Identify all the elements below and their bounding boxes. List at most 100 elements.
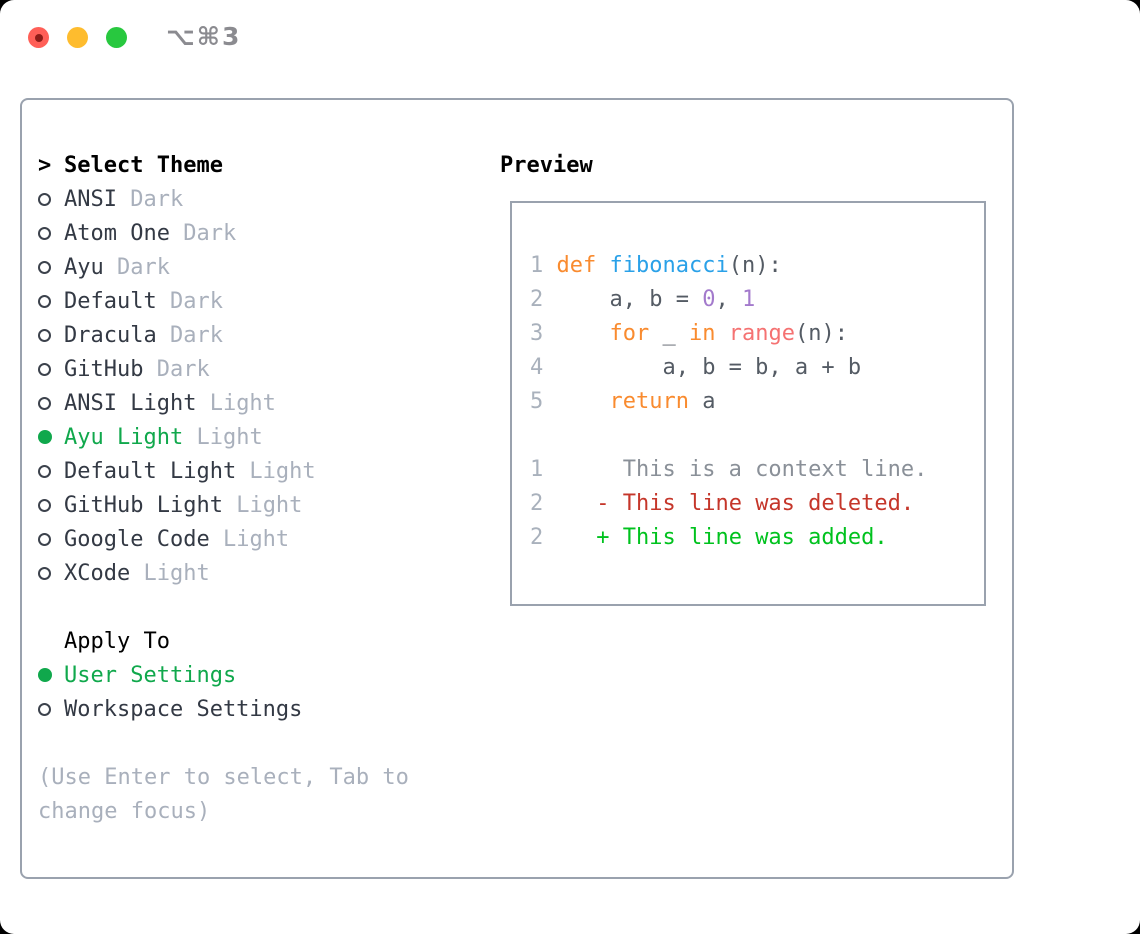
titlebar: ⌥⌘3 [0, 0, 1140, 76]
code-segment-added: + This line was added. [596, 525, 888, 550]
option-label: Atom One [64, 220, 170, 246]
variant-tag: Dark [156, 288, 223, 314]
code-segment-default [557, 525, 597, 550]
code-line: 4 a, b = b, a + b [530, 351, 984, 385]
code-segment-lineno: 4 [530, 355, 557, 380]
code-line [530, 419, 984, 453]
variant-tag: Light [209, 526, 290, 552]
spacer [38, 726, 409, 760]
option-label: Ayu [64, 254, 104, 280]
code-segment-context: This is a context line. [556, 457, 928, 482]
traffic-lights [28, 27, 127, 48]
apply-option-workspace-settings[interactable]: Workspace Settings [38, 692, 409, 726]
variant-tag: Light [236, 458, 316, 484]
theme-option-google-code[interactable]: Google Code Light [38, 522, 409, 556]
radio-cell [38, 464, 64, 478]
radio-cell [38, 328, 64, 342]
radio-icon [38, 532, 51, 546]
hint-line-1: (Use Enter to select, Tab to [38, 764, 409, 790]
window-title: ⌥⌘3 [166, 22, 242, 51]
code-line: 2 - This line was deleted. [530, 487, 984, 521]
close-button[interactable] [28, 27, 49, 48]
code-segment-lineno: 2 [530, 491, 557, 516]
radio-cell [38, 566, 64, 580]
radio-cell [38, 430, 64, 444]
theme-option-xcode[interactable]: XCode Light [38, 556, 409, 590]
code-line: 2 a, b = 0, 1 [530, 283, 984, 317]
variant-tag: Light [196, 390, 276, 416]
option-label: User Settings [64, 662, 237, 688]
option-label: Workspace Settings [64, 696, 303, 722]
theme-option-dracula[interactable]: Dracula Dark [38, 318, 409, 352]
theme-option-default[interactable]: Default Dark [38, 284, 409, 318]
code-segment-default [557, 321, 610, 346]
code-segment-default [557, 389, 610, 414]
theme-option-github-light[interactable]: GitHub Light Light [38, 488, 409, 522]
spacer [38, 590, 409, 624]
preview-title: Preview [500, 152, 593, 178]
code-segment-default: , [715, 287, 742, 312]
zoom-button[interactable] [106, 27, 127, 48]
radio-cell [38, 702, 64, 716]
variant-tag: Dark [116, 186, 184, 212]
option-label: Dracula [64, 322, 157, 348]
option-label: XCode [64, 560, 131, 586]
code-segment-deleted: - This line was deleted. [596, 491, 915, 516]
radio-icon [38, 328, 51, 342]
code-segment-default [596, 253, 609, 278]
radio-icon [38, 294, 51, 308]
radio-icon [38, 498, 51, 512]
code-segment-keyword: return [609, 389, 689, 414]
code-line: 3 for _ in range(n): [530, 317, 984, 351]
code-segment-keyword: for [609, 321, 650, 346]
radio-cell [38, 668, 64, 682]
option-label: ANSI Light [64, 390, 197, 416]
select-theme-header: >Select Theme [38, 148, 409, 182]
theme-option-ansi-light[interactable]: ANSI Light Light [38, 386, 409, 420]
code-segment-keyword: def [556, 253, 597, 278]
theme-option-default-light[interactable]: Default Light Light [38, 454, 409, 488]
radio-icon [38, 566, 51, 580]
radio-icon [38, 362, 51, 376]
edited-dot-icon [34, 33, 43, 42]
option-label: ANSI [64, 186, 117, 212]
radio-cell [38, 498, 64, 512]
code-segment-default [557, 491, 597, 516]
option-label: Default [64, 288, 157, 314]
option-label: Default Light [64, 458, 237, 484]
code-segment-builtin: range [728, 321, 795, 346]
option-label: GitHub [64, 356, 144, 382]
code-segment-lineno: 1 [530, 457, 557, 482]
code-segment-default: a, b = b, a + b [556, 355, 862, 380]
theme-option-ayu-light[interactable]: Ayu Light Light [38, 420, 409, 454]
variant-tag: Dark [143, 356, 210, 382]
theme-option-ansi[interactable]: ANSI Dark [38, 182, 409, 216]
apply-option-user-settings[interactable]: User Settings [38, 658, 409, 692]
radio-icon [38, 192, 51, 206]
code-segment-lineno: 1 [530, 253, 557, 278]
variant-tag: Dark [169, 220, 237, 246]
code-segment-default: (n): [728, 253, 782, 278]
select-theme-title: Select Theme [64, 152, 223, 178]
variant-tag: Light [130, 560, 210, 586]
theme-option-atom-one[interactable]: Atom One Dark [38, 216, 409, 250]
hint-line-2: change focus) [38, 798, 211, 824]
code-line: 1 def fibonacci(n): [530, 249, 984, 283]
minimize-button[interactable] [67, 27, 88, 48]
radio-cell [38, 396, 64, 410]
option-label: Ayu Light [64, 424, 184, 450]
variant-tag: Light [222, 492, 303, 518]
radio-icon [38, 396, 51, 410]
code-segment-lineno: 2 [530, 525, 557, 550]
code-segment-default: a [688, 389, 716, 414]
code-segment-lineno: 3 [530, 321, 557, 346]
theme-option-github[interactable]: GitHub Dark [38, 352, 409, 386]
radio-cell [38, 362, 64, 376]
theme-option-ayu[interactable]: Ayu Dark [38, 250, 409, 284]
radio-cell [38, 226, 64, 240]
code-line: 2 + This line was added. [530, 521, 984, 555]
